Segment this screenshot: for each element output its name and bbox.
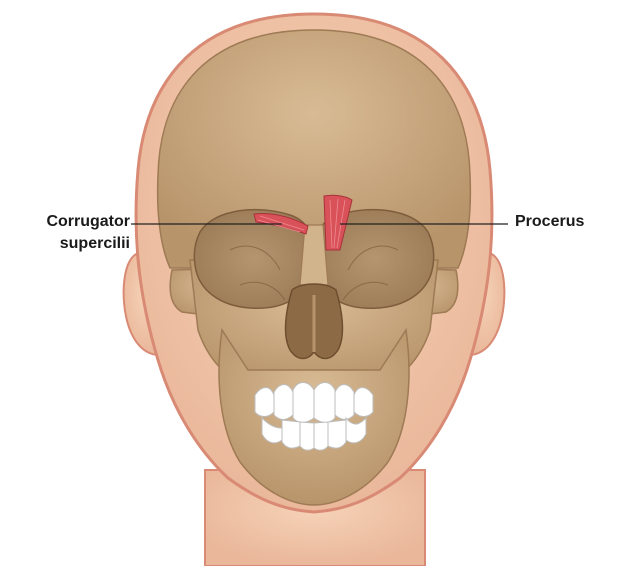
procerus-label: Procerus [515,211,584,233]
nasal-bone [300,225,328,285]
corrugator-label-line1: Corrugator [46,211,130,233]
corrugator-label-line2: supercilii [60,233,130,255]
